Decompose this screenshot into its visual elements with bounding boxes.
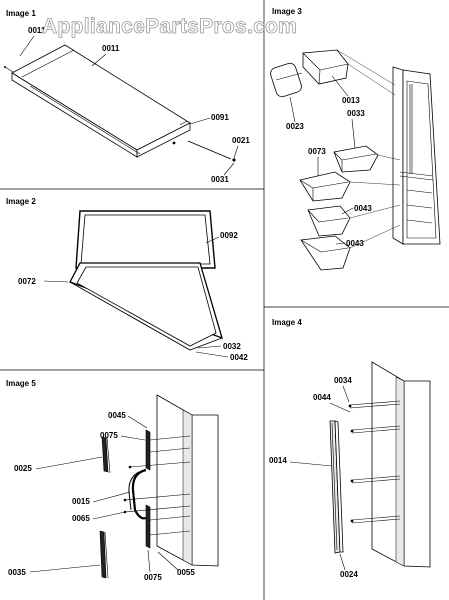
shelf-assembly	[4, 44, 191, 158]
panel-title-image5: Image 5	[6, 379, 36, 388]
label-image3-6: 0043	[346, 239, 364, 248]
refrigerator-door	[392, 66, 441, 245]
label-image1-1: 0011	[28, 26, 46, 35]
label-image5-7: 0075	[144, 573, 162, 582]
panel-image3: Image 3	[270, 7, 441, 271]
watermark-text: AppliancePartsPros.com	[42, 15, 297, 38]
screw-rows-image5	[123, 435, 191, 536]
guide-lines	[336, 49, 401, 249]
freezer-door-panel	[371, 361, 431, 568]
label-image5-2: 0075	[100, 431, 118, 440]
label-image4-4: 0024	[340, 570, 358, 579]
door-bin-lower-1	[307, 205, 351, 237]
panel-title-image1: Image 1	[6, 9, 36, 18]
label-image1-4: 0021	[232, 136, 250, 145]
label-image3-5: 0043	[354, 204, 372, 213]
label-image2-1: 0092	[220, 231, 238, 240]
egg-container	[270, 62, 303, 98]
label-image5-1: 0045	[108, 411, 126, 420]
panel-title-image2: Image 2	[6, 197, 36, 206]
label-image1-5: 0031	[211, 175, 229, 184]
panel-image4: Image 4 0034 0044 00	[269, 318, 431, 579]
label-image4-3: 0014	[269, 456, 287, 465]
door-seal-strip	[329, 420, 344, 554]
door-bin-upper	[333, 145, 379, 173]
glass-shelf-frame	[69, 262, 223, 351]
door-panel	[156, 394, 219, 567]
glass-shelf-trim	[75, 210, 216, 269]
label-image4-1: 0034	[334, 376, 352, 385]
handle-trim-strips	[99, 429, 151, 579]
label-image1-3: 0091	[211, 113, 229, 122]
label-image2-3: 0032	[223, 342, 241, 351]
panel-image5: Image 5	[6, 379, 219, 582]
label-image4-2: 0044	[313, 393, 331, 402]
panel-image2: Image 2 0092 0072 0032 0042	[6, 197, 248, 362]
label-image3-1: 0013	[342, 96, 360, 105]
label-image2-4: 0042	[230, 353, 248, 362]
label-image5-6: 0035	[8, 568, 26, 577]
label-image3-4: 0073	[308, 147, 326, 156]
label-image3-3: 0033	[347, 109, 365, 118]
label-image5-5: 0065	[72, 514, 90, 523]
shelf-rod	[187, 140, 236, 162]
label-image5-4: 0015	[72, 497, 90, 506]
label-image5-8: 0055	[177, 568, 195, 577]
door-bin-middle	[299, 171, 351, 202]
panel-title-image4: Image 4	[272, 318, 302, 327]
door-bin-lower-2	[300, 235, 351, 271]
label-image3-2: 0023	[286, 122, 304, 131]
label-image5-3: 0025	[14, 464, 32, 473]
panel-image1: Image 1 0011 0011 0091 0021 0031	[4, 9, 250, 184]
panel-title-image3: Image 3	[272, 7, 302, 16]
label-image2-2: 0072	[18, 277, 36, 286]
label-image1-2: 0011	[102, 44, 120, 53]
screw-rows	[348, 400, 401, 524]
